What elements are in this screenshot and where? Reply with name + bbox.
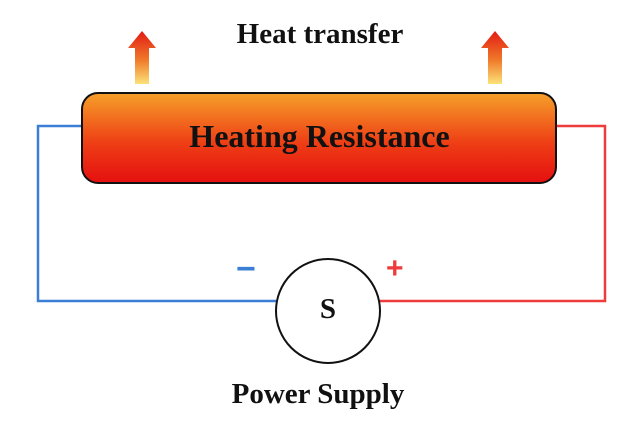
negative-terminal-sign: −	[236, 250, 256, 288]
heating-resistance-bar	[81, 92, 557, 184]
power-source-circle	[275, 258, 381, 364]
heat-transfer-label: Heat transfer	[236, 18, 404, 50]
positive-terminal-sign: +	[386, 252, 404, 285]
power-source-symbol: S	[319, 293, 337, 325]
heating-resistance-label: Heating Resistance	[189, 118, 450, 154]
heat-arrow-right-icon	[481, 31, 509, 84]
heat-arrow-left-icon	[128, 31, 156, 84]
negative-wire	[36, 124, 276, 303]
positive-wire	[380, 124, 607, 303]
power-supply-label: Power Supply	[231, 378, 405, 410]
